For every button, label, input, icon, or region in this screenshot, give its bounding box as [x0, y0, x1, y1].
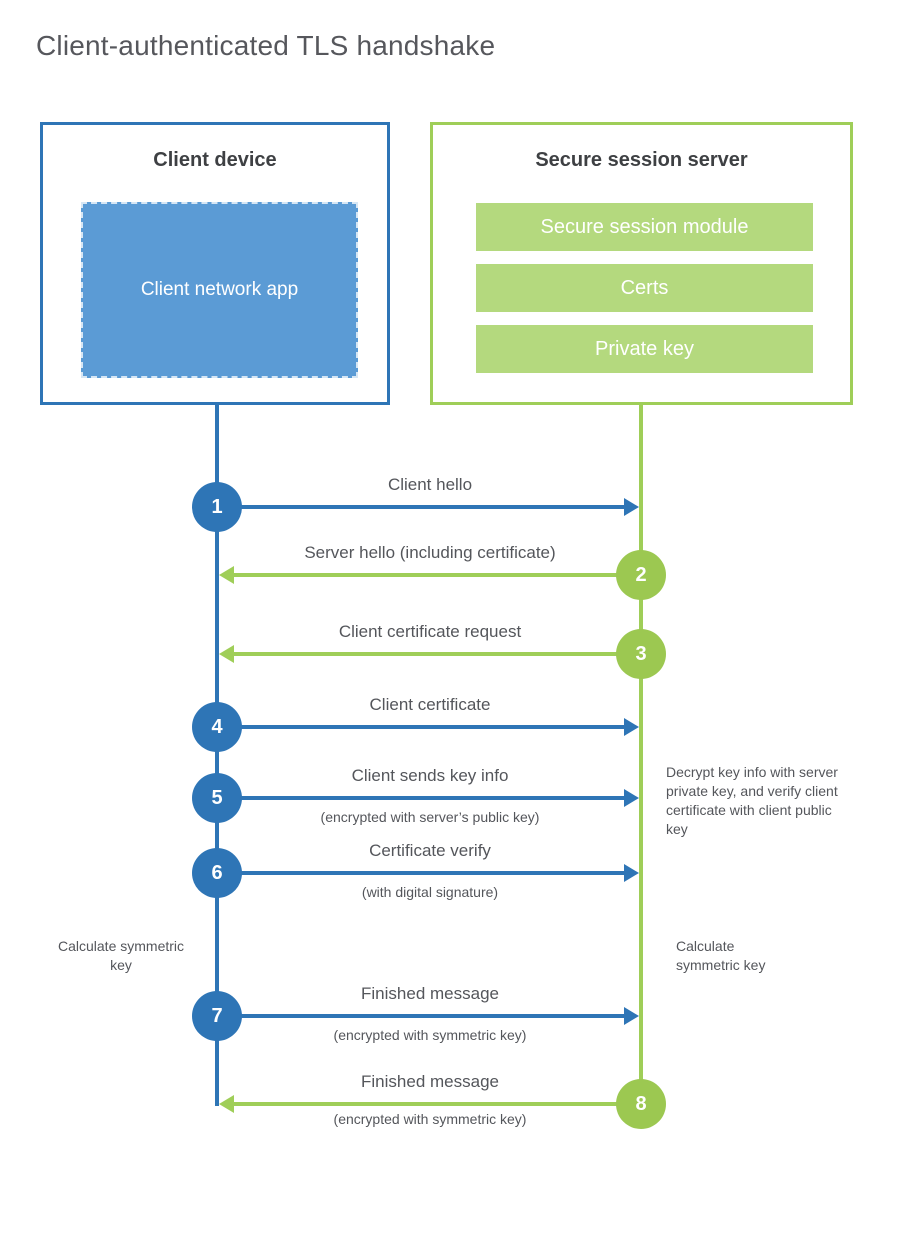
- client-network-app-label: Client network app: [140, 279, 299, 301]
- message-label-certificate-verify: Certificate verify: [369, 841, 491, 860]
- message-label-client-hello: Client hello: [387, 475, 473, 494]
- note-calculate-symmetric-key-server: Calculate symmetric key: [676, 938, 766, 973]
- arrow-server-hello: [219, 566, 618, 584]
- arrow-certificate-verify: [240, 864, 639, 882]
- client-device-title: Client device: [153, 149, 277, 171]
- arrow-client-certificate: [240, 718, 639, 736]
- note-calculate-symmetric-key-client: Calculate symmetric key: [57, 938, 185, 973]
- message-sublabel-certificate-verify: (with digital signature): [361, 884, 499, 900]
- server-module-certs: Certs: [476, 264, 813, 312]
- arrow-finished-server: [219, 1095, 618, 1113]
- client-lifeline: [215, 405, 219, 1106]
- message-sublabel-key-info: (encrypted with server’s public key): [320, 809, 540, 825]
- client-device-box: Client device Client network app: [40, 122, 390, 405]
- server-module-private-key: Private key: [476, 325, 813, 373]
- step-circle-6: 6: [192, 848, 242, 898]
- message-sublabel-finished-server: (encrypted with symmetric key): [333, 1111, 527, 1127]
- step-circle-2: 2: [616, 550, 666, 600]
- step-circle-5: 5: [192, 773, 242, 823]
- arrow-key-info: [240, 789, 639, 807]
- server-module-secure-session: Secure session module: [476, 203, 813, 251]
- message-label-finished-server: Finished message: [361, 1072, 499, 1091]
- page-title: Client-authenticated TLS handshake: [36, 30, 496, 61]
- step-circle-4: 4: [192, 702, 242, 752]
- arrow-client-hello: [240, 498, 639, 516]
- arrow-cert-request: [219, 645, 618, 663]
- message-sublabel-finished-client: (encrypted with symmetric key): [333, 1027, 527, 1043]
- server-lifeline: [639, 405, 643, 1105]
- note-decrypt-key-info: Decrypt key info with server private key…: [666, 764, 838, 837]
- step-circle-7: 7: [192, 991, 242, 1041]
- message-label-cert-request: Client certificate request: [338, 622, 522, 641]
- message-label-finished-client: Finished message: [361, 984, 499, 1003]
- secure-session-server-box: Secure session server Secure session mod…: [430, 122, 853, 405]
- client-network-app-box: Client network app: [81, 202, 358, 378]
- message-label-server-hello: Server hello (including certificate): [304, 543, 556, 562]
- message-label-key-info: Client sends key info: [351, 766, 509, 785]
- arrow-finished-client: [240, 1007, 639, 1025]
- secure-session-server-title: Secure session server: [535, 149, 748, 171]
- step-circle-8: 8: [616, 1079, 666, 1129]
- step-circle-3: 3: [616, 629, 666, 679]
- step-circle-1: 1: [192, 482, 242, 532]
- message-label-client-certificate: Client certificate: [369, 695, 491, 714]
